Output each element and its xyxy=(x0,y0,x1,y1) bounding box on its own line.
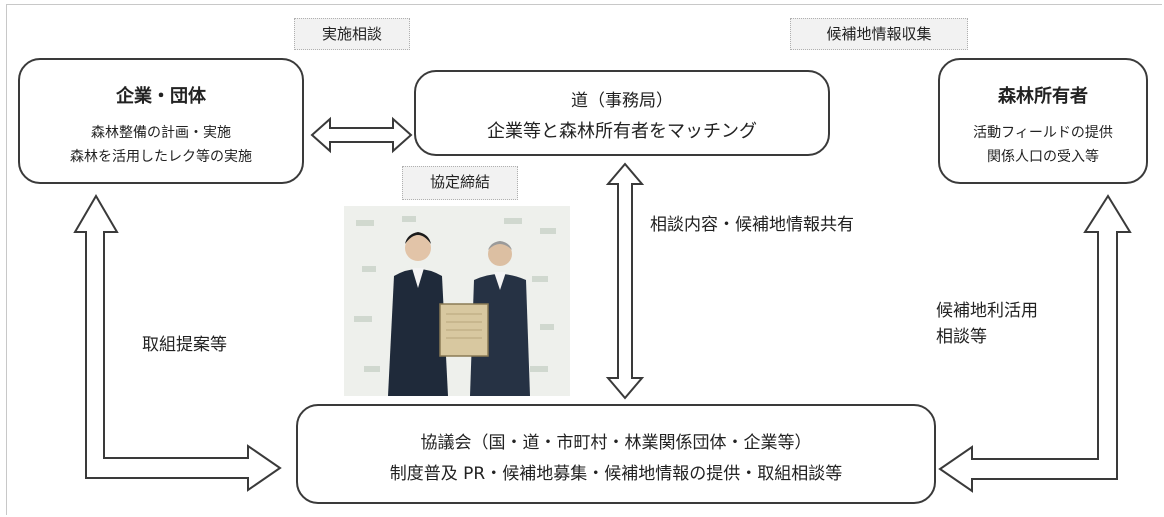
owner-box: 森林所有者 活動フィールドの提供 関係人口の受入等 xyxy=(938,58,1148,184)
council-to-company-arrow xyxy=(73,194,282,492)
council-box: 協議会（国・道・市町村・林業関係団体・企業等） 制度普及 PR・候補地募集・候補… xyxy=(296,404,936,504)
council-line2: 制度普及 PR・候補地募集・候補地情報の提供・取組相談等 xyxy=(389,464,843,484)
owner-to-council-arrow xyxy=(938,194,1132,493)
owner-desc-line1: 活動フィールドの提供 xyxy=(973,125,1113,141)
diagram-frame xyxy=(6,4,1162,515)
tag-consultation: 実施相談 xyxy=(294,18,410,50)
prefecture-box: 道（事務局） 企業等と森林所有者をマッチング xyxy=(414,70,830,156)
label-proposal: 取組提案等 xyxy=(142,335,227,355)
company-prefecture-double-arrow xyxy=(310,116,413,154)
tag-candidate-collect: 候補地情報収集 xyxy=(790,18,968,50)
prefecture-council-double-arrow xyxy=(605,162,645,400)
prefecture-desc: 企業等と森林所有者をマッチング xyxy=(487,121,757,142)
owner-desc-line2: 関係人口の受入等 xyxy=(987,149,1099,165)
owner-title: 森林所有者 xyxy=(998,86,1088,107)
agreement-photo xyxy=(344,206,570,396)
label-candidate-use-line1: 候補地利活用 xyxy=(936,301,1038,321)
agreement-photo-image xyxy=(344,206,570,396)
label-candidate-use-line2: 相談等 xyxy=(936,327,987,347)
council-line1: 協議会（国・道・市町村・林業関係団体・企業等） xyxy=(420,433,812,453)
person-left xyxy=(388,232,448,396)
frame-border-top xyxy=(6,4,1162,5)
company-desc-line1: 森林整備の計画・実施 xyxy=(91,125,231,141)
tag-agreement: 協定締結 xyxy=(402,166,518,200)
frame-border-left xyxy=(6,4,7,515)
company-title: 企業・団体 xyxy=(116,86,206,107)
label-info-share: 相談内容・候補地情報共有 xyxy=(650,215,854,235)
company-box: 企業・団体 森林整備の計画・実施 森林を活用したレク等の実施 xyxy=(18,58,304,184)
company-desc-line2: 森林を活用したレク等の実施 xyxy=(70,149,252,165)
prefecture-title: 道（事務局） xyxy=(571,91,673,111)
